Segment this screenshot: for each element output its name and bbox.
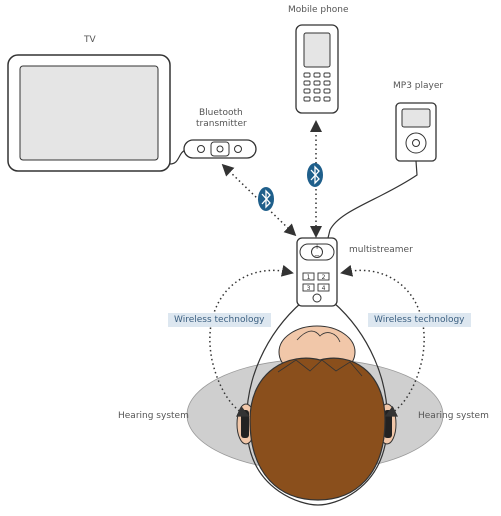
hearing-system-label-left: Hearing system	[118, 411, 189, 421]
tv-device	[7, 54, 171, 172]
mp3-player-device	[395, 102, 437, 162]
right-hearing-aid	[384, 410, 392, 438]
wireless-technology-badge-left: Wireless technology	[168, 313, 271, 327]
multistreamer-key-1: 1	[307, 274, 311, 281]
mp3-player-label: MP3 player	[393, 81, 444, 91]
bluetooth-transmitter-label-line1: Bluetooth	[199, 108, 243, 118]
multistreamer-key-2: 2	[322, 274, 326, 281]
multistreamer-label: multistreamer	[349, 245, 413, 255]
bluetooth-icon	[307, 163, 323, 187]
mp3-cable	[326, 160, 418, 243]
bluetooth-transmitter	[183, 139, 257, 159]
multistreamer-key-4: 4	[322, 285, 326, 292]
mobile-phone-device	[295, 24, 339, 114]
bluetooth-icon	[258, 187, 274, 211]
bluetooth-transmitter-label-line2: transmitter	[196, 119, 247, 129]
multistreamer-key-3: 3	[307, 285, 311, 292]
hearing-system-label-right: Hearing system	[418, 411, 489, 421]
left-hearing-aid	[241, 410, 249, 438]
head	[249, 325, 386, 501]
wireless-link-left	[209, 264, 294, 417]
mobile-phone-label: Mobile phone	[288, 5, 349, 15]
wireless-technology-badge-right: Wireless technology	[368, 313, 471, 327]
wireless-link-right	[340, 264, 425, 417]
multistreamer-plus-key: +	[314, 243, 320, 251]
tv-cable	[169, 149, 187, 165]
tv-label: TV	[84, 35, 96, 45]
multistreamer-device	[296, 237, 338, 307]
multistreamer-minus-key: −	[314, 252, 320, 260]
